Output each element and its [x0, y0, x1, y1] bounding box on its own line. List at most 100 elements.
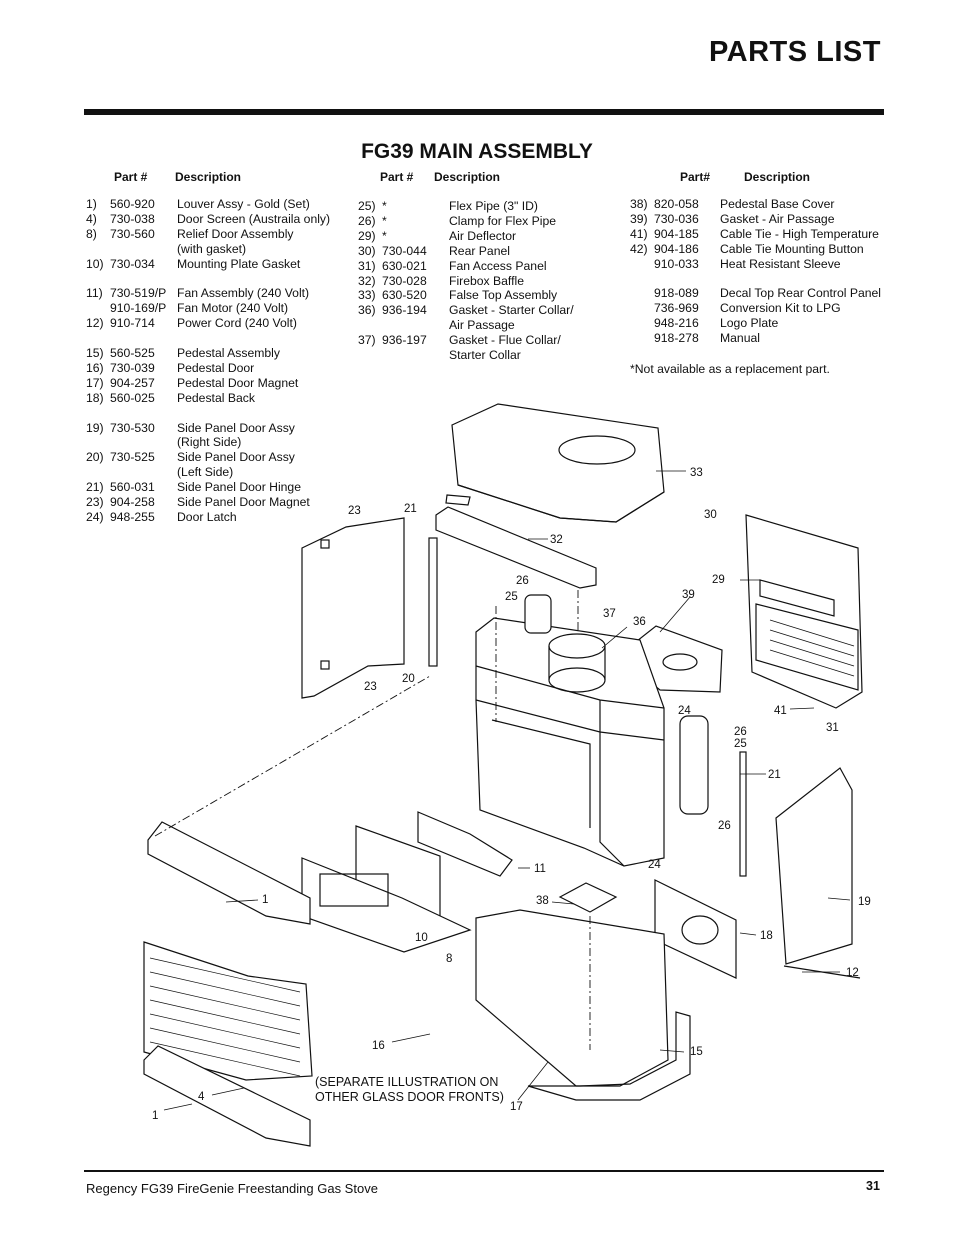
item-number: 33): [358, 288, 376, 303]
part-number: *: [382, 228, 387, 243]
pedestal-back: [654, 879, 737, 979]
col2-header-desc: Description: [434, 170, 501, 184]
callout-label: 11: [534, 863, 546, 875]
callout-label: 31: [826, 722, 839, 734]
part-description: Flex Pipe (3" ID): [449, 199, 538, 213]
part-description: Gasket - Starter Collar/: [449, 303, 574, 318]
part-number: 730-039: [110, 360, 155, 375]
callout-label: 36: [633, 616, 646, 628]
part-number: 730-036: [654, 211, 699, 226]
part-description: Mounting Plate Gasket: [177, 256, 301, 271]
callout-label: 25: [505, 591, 518, 603]
callout-label: 12: [846, 967, 859, 979]
diagram-note-line1: (SEPARATE ILLUSTRATION ON: [315, 1075, 498, 1089]
rear-panel-part: [745, 514, 863, 709]
item-number: 8): [86, 226, 97, 241]
item-number: 18): [86, 390, 104, 405]
parts-row: Starter Collar: [358, 348, 574, 363]
part-description: Side Panel Door Assy: [177, 420, 295, 435]
part-number: 560-025: [110, 390, 155, 405]
part-description: Side Panel Door Hinge: [177, 480, 301, 495]
fan-assembly: [417, 811, 513, 877]
callout-label: 10: [415, 932, 428, 944]
parts-row: (Left Side): [86, 465, 330, 480]
callout-label: 1: [152, 1110, 158, 1122]
part-number: 730-034: [110, 256, 155, 271]
part-number: 730-525: [110, 450, 155, 465]
item-number: 42): [630, 241, 648, 256]
part-number: 730-028: [382, 273, 427, 288]
parts-row: 25) * Flex Pipe (3" ID): [358, 199, 574, 214]
part-description: Pedestal Base Cover: [720, 197, 835, 211]
false-top-hole: [558, 435, 636, 465]
item-number: 26): [358, 213, 376, 228]
part-description: Fan Assembly (240 Volt): [177, 286, 310, 301]
col1-header-desc: Description: [175, 170, 242, 184]
left-hinge: [428, 537, 438, 667]
louver-bottom: [143, 1045, 311, 1147]
parts-column-2: 25)*Flex Pipe (3" ID)26)*Clamp for Flex …: [358, 199, 574, 363]
part-number: 910-714: [110, 316, 155, 331]
callout-labels: 3330322123232026253736392941312426252111…: [152, 467, 871, 1122]
flex-pipe-upper: [524, 594, 552, 634]
part-description: Starter Collar: [449, 348, 521, 363]
callout-label: 25: [734, 738, 747, 750]
part-description: Side Panel Door Assy: [177, 450, 295, 465]
callout-label: 30: [704, 509, 717, 521]
callout-label: 18: [760, 930, 773, 942]
item-number: 16): [86, 360, 104, 375]
callout-label: 17: [510, 1101, 523, 1113]
item-number: 12): [86, 316, 104, 331]
item-number: 21): [86, 480, 104, 495]
parts-row: 29)*Air Deflector: [358, 229, 574, 244]
col3-header-part: Part#: [680, 170, 711, 184]
item-number: 36): [358, 303, 376, 318]
part-number: *: [382, 213, 387, 228]
part-description: Fan Access Panel: [449, 258, 547, 273]
part-description: Door Screen (Austraila only): [177, 211, 331, 226]
part-description: Side Panel Door Magnet: [177, 495, 310, 510]
callout-label: 1: [262, 894, 268, 906]
callout-label: 26: [516, 575, 529, 587]
part-number: 948-255: [110, 509, 155, 524]
part-description: Gasket - Flue Collar/: [449, 333, 561, 348]
part-number: *: [382, 199, 387, 213]
part-description: Rear Panel: [449, 243, 510, 258]
part-description: Heat Resistant Sleeve: [720, 256, 841, 271]
col2-header-part: Part #: [380, 170, 414, 184]
base-cover: [558, 882, 618, 913]
fan-access-panel: [755, 603, 859, 691]
right-hinge: [739, 751, 747, 877]
footer-text: Regency FG39 FireGenie Freestanding Gas …: [86, 1181, 378, 1196]
part-description: Pedestal Door: [177, 360, 255, 375]
top-rule: [84, 109, 884, 115]
item-number: 10): [86, 256, 104, 271]
part-number: 910-169/P: [110, 301, 167, 316]
item-number: 15): [86, 346, 104, 361]
item-number: 31): [358, 258, 376, 273]
callout-label: 41: [774, 705, 787, 717]
callout-label: 16: [372, 1040, 385, 1052]
part-number: 730-044: [382, 243, 427, 258]
parts-row: 10) 730-034 Mounting Plate Gasket: [86, 257, 330, 272]
part-number: 904-185: [654, 226, 699, 241]
part-description: Air Deflector: [449, 228, 517, 243]
part-number: 560-525: [110, 346, 155, 361]
part-description: Louver Assy - Gold (Set): [177, 197, 310, 211]
item-number: 11): [86, 286, 103, 301]
item-number: 25): [358, 199, 376, 213]
callout-label: 39: [682, 589, 695, 601]
